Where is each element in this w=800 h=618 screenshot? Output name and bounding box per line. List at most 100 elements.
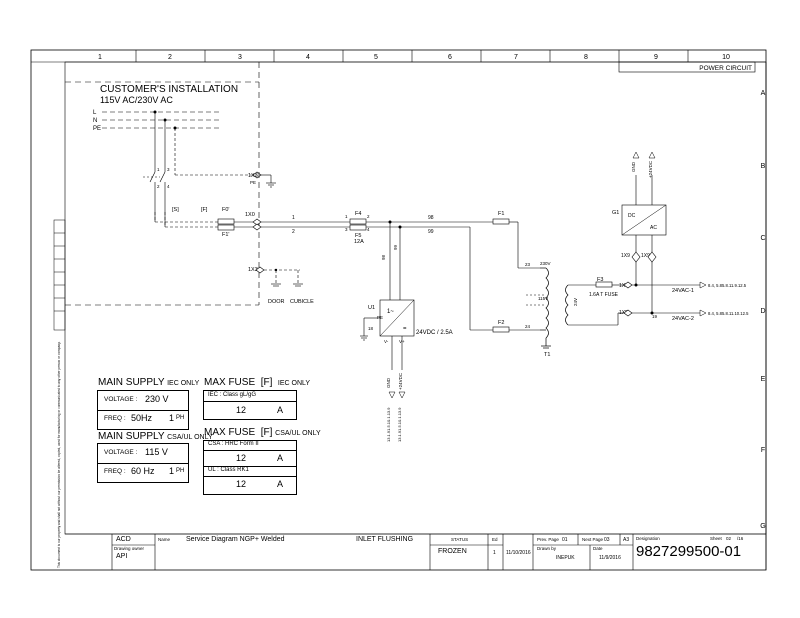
tap-24v: 24V — [573, 298, 578, 306]
ul-fuse-value: 12 — [236, 479, 247, 489]
iec-phase-unit: PH — [176, 415, 185, 421]
max-fuse-csa-box: CSA : HRC Form II 12 A UL : Class RK1 12… — [203, 440, 297, 495]
prev-page-label: Prev. Page — [537, 537, 559, 542]
f0-tag: F0' — [222, 207, 229, 213]
svg-text:1: 1 — [345, 214, 348, 219]
x3-terminal-tag: 1X3 — [248, 173, 258, 179]
col-5: 5 — [374, 54, 378, 61]
csa-phase: 1 — [169, 466, 175, 476]
date-label: Date — [593, 546, 603, 551]
ul-fuse-class: UL : Class RK1 — [208, 467, 249, 473]
f1-main-tag: F1 — [498, 211, 504, 217]
csa-fuse-value: 12 — [236, 453, 247, 463]
u1-24vdc: +24VDC — [398, 372, 403, 390]
svg-text:18: 18 — [368, 326, 374, 331]
col-8: 8 — [584, 54, 588, 61]
designation-label: Designation — [636, 536, 660, 541]
g1-24vdc: +24VDC — [648, 160, 653, 178]
fuse-f0 — [217, 218, 235, 225]
svg-text:2: 2 — [157, 184, 160, 189]
iec-phase: 1 — [169, 413, 175, 423]
wire-24: 24 — [525, 324, 531, 329]
svg-text:4: 4 — [367, 227, 370, 232]
edition-date: 11/10/2016 — [506, 550, 531, 556]
drawing-subtitle: INLET FLUSHING — [356, 536, 414, 543]
next-page-label: Next Page — [582, 537, 604, 542]
x5-terminal-a: 1X5 — [619, 283, 628, 289]
max-fuse-iec-title: MAX FUSE [F] IEC ONLY — [204, 377, 311, 388]
fuse-f1 — [217, 224, 235, 231]
csa-fuse-class: CSA : HRC Form II — [208, 441, 259, 447]
f2-tag: F2 — [498, 320, 504, 326]
g1-dc: DC — [628, 213, 636, 219]
max-fuse-csa-title: MAX FUSE [F] CSA/UL ONLY — [204, 427, 321, 438]
wire-1: 1 — [292, 215, 295, 221]
svg-text:=: = — [403, 326, 407, 332]
iec-freq-label: FREQ : — [104, 415, 126, 422]
f-tag: [F] — [201, 207, 208, 213]
installation-title: CUSTOMER'S INSTALLATION — [100, 84, 238, 95]
col-1: 1 — [98, 54, 102, 61]
f5-tag: F5 — [355, 233, 361, 239]
vac1-ref: 8.4, 5.85.8.11.9.12.5 — [708, 283, 747, 288]
pe-tag: PE — [250, 180, 256, 185]
owner-label: Drawing owner — [114, 546, 145, 551]
sheet-label: Sheet — [710, 536, 722, 541]
svg-text:V-: V- — [384, 339, 389, 344]
drawing-name: Service Diagram NGP+ Welded — [186, 536, 285, 543]
svg-text:PE: PE — [377, 315, 383, 320]
sheet-size: A3 — [623, 537, 630, 543]
f5-rating: 12A — [354, 239, 364, 245]
wire-23: 23 — [525, 262, 531, 267]
fuse-f2 — [492, 326, 510, 333]
svg-text:1~: 1~ — [387, 309, 394, 315]
status-label: STATUS — [451, 537, 469, 542]
wire-99: 99 — [428, 229, 434, 235]
max-fuse-iec-box: IEC : Class gL/gG 12 A — [203, 390, 297, 420]
svg-text:98: 98 — [381, 254, 386, 260]
x9-terminal-b: 1X9 — [641, 253, 650, 259]
fuse-f3 — [595, 281, 613, 288]
row-a: A — [761, 90, 766, 97]
row-c: C — [760, 235, 765, 242]
row-g: G — [760, 523, 765, 530]
x3b-terminal-tag: 1X3 — [248, 267, 258, 273]
col-9: 9 — [654, 54, 658, 61]
x9-terminal-a: 1X9 — [621, 253, 630, 259]
iec-freq-value: 50Hz — [131, 413, 153, 423]
s-tag: [S] — [172, 207, 179, 213]
iec-voltage-value: 230 V — [145, 394, 169, 404]
line-n-label: N — [93, 118, 97, 124]
section-title: POWER CIRCUIT — [699, 65, 752, 72]
side-note: This document is our property and shall … — [57, 342, 61, 568]
drawn-by: INEPUK — [556, 555, 575, 561]
main-supply-iec-title: MAIN SUPPLY IEC ONLY — [98, 377, 200, 388]
owner: API — [116, 553, 128, 560]
col-3: 3 — [238, 54, 242, 61]
svg-text:3: 3 — [167, 167, 170, 172]
company: ACD — [116, 536, 131, 543]
next-page: 03 — [604, 537, 610, 543]
u1-tag: U1 — [368, 305, 375, 311]
iec-fuse-class: IEC : Class gL/gG — [208, 392, 257, 398]
x0-terminal-tag: 1X0 — [245, 212, 255, 218]
csa-phase-unit: PH — [176, 468, 185, 474]
csa-voltage-value: 115 V — [145, 447, 168, 457]
t1-tag: T1 — [544, 352, 550, 358]
row-e: E — [761, 376, 766, 383]
line-pe-label: PE — [93, 126, 101, 132]
edition: 1 — [493, 550, 496, 556]
u1-gnd: GND — [386, 377, 391, 388]
svg-text:4: 4 — [167, 184, 170, 189]
line-l-label: L — [93, 110, 97, 116]
sheet-total: /16 — [737, 536, 744, 541]
iec-voltage-label: VOLTAGE : — [104, 396, 138, 403]
designation: 9827299500-01 — [636, 543, 742, 560]
title-block — [65, 533, 766, 570]
sheet-number: 02 — [726, 536, 732, 541]
g1-gnd: GND — [631, 161, 636, 172]
tap-115v: 115V — [538, 296, 548, 301]
f3-tag: F3 — [597, 277, 603, 283]
vac1-label: 24VAC-1 — [672, 288, 694, 294]
main-switch — [143, 171, 166, 227]
